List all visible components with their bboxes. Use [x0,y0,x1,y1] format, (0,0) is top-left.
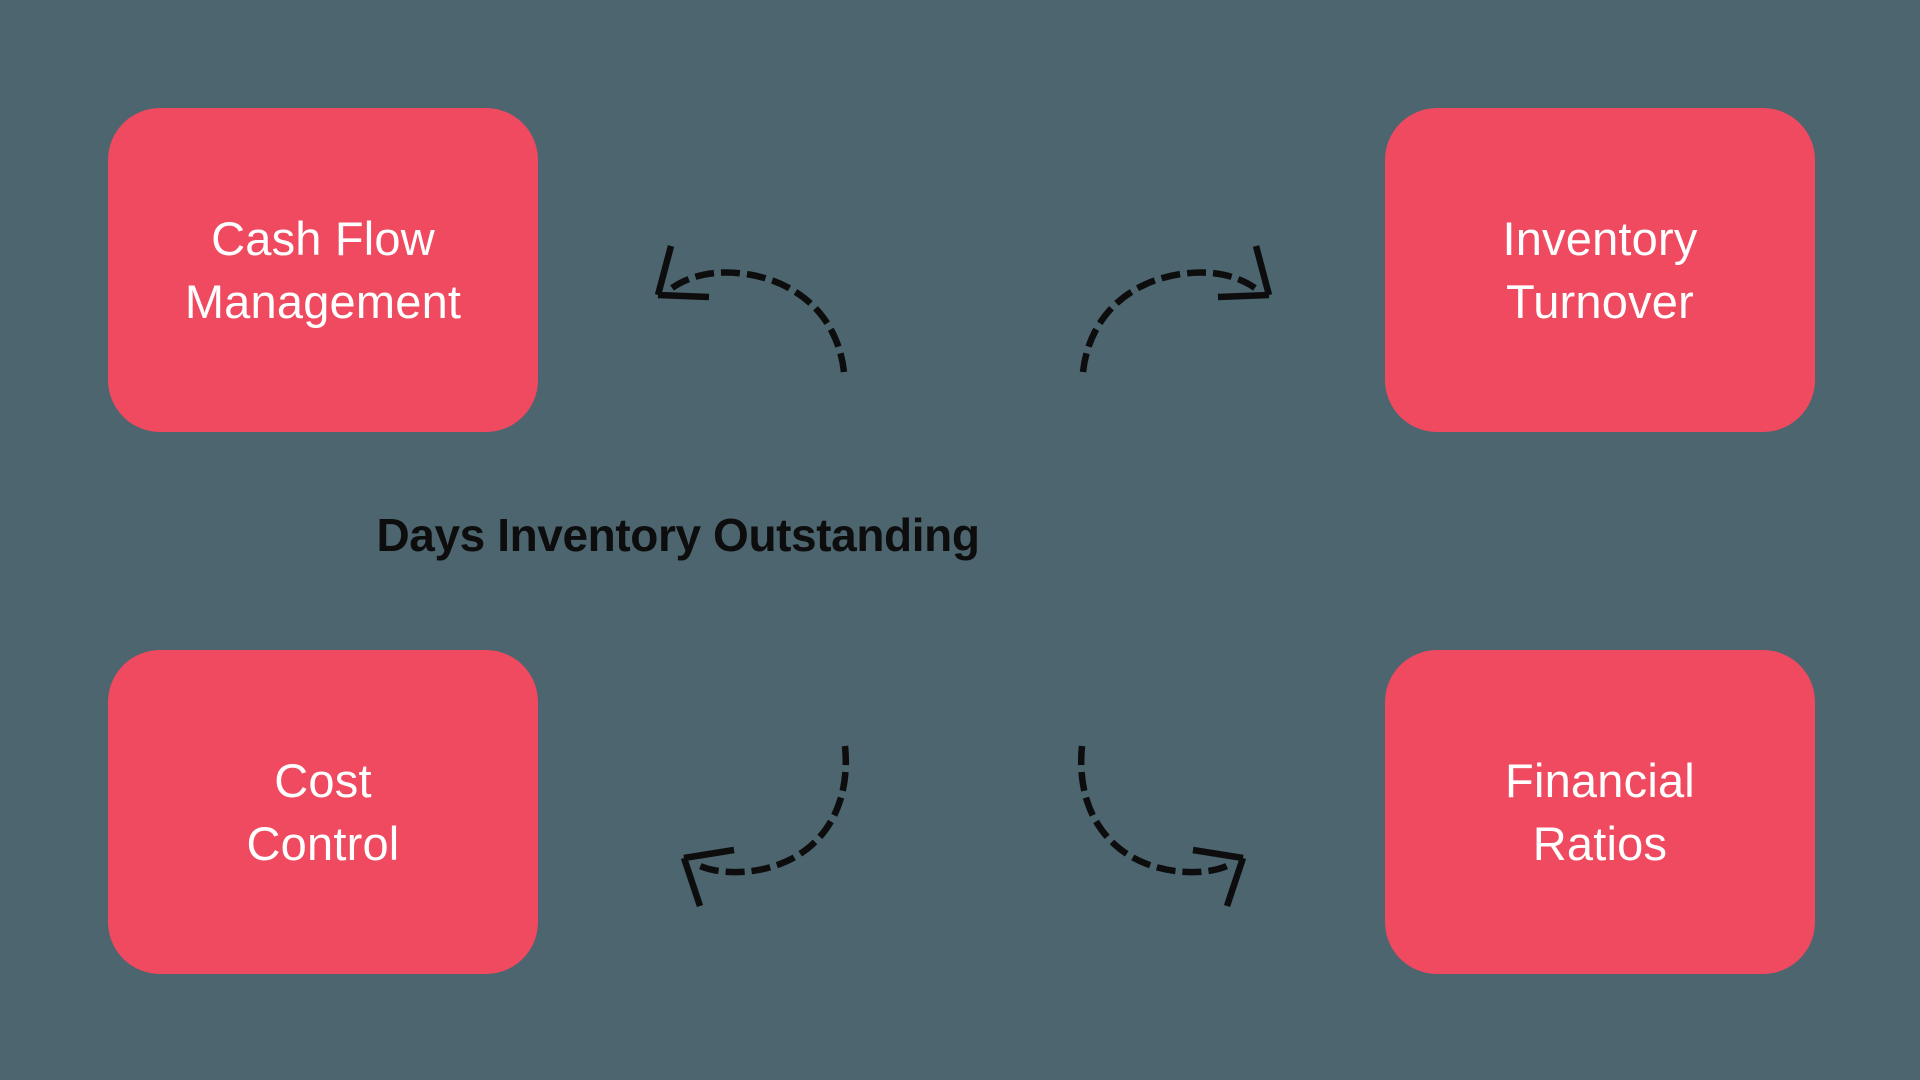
node-label-inventory-turnover: Inventory Turnover [1502,211,1698,328]
arrow-to-inventory-turnover-icon [1079,245,1273,373]
arrow-to-cost-control-icon [680,745,850,908]
diagram-title-wrap: Days Inventory Outstanding [0,0,1920,561]
node-financial-ratios[interactable]: Financial Ratios [1385,650,1815,974]
arrow-to-cash-flow-management-icon [654,245,848,373]
arrow-to-financial-ratios-icon [1077,745,1247,908]
diagram-title: Days Inventory Outstanding [376,509,980,561]
node-label-cash-flow-management: Cash Flow Management [184,211,462,328]
node-label-cost-control: Cost Control [246,753,400,870]
node-inventory-turnover[interactable]: Inventory Turnover [1385,108,1815,432]
node-cash-flow-management[interactable]: Cash Flow Management [108,108,538,432]
node-cost-control[interactable]: Cost Control [108,650,538,974]
node-label-financial-ratios: Financial Ratios [1505,753,1695,870]
